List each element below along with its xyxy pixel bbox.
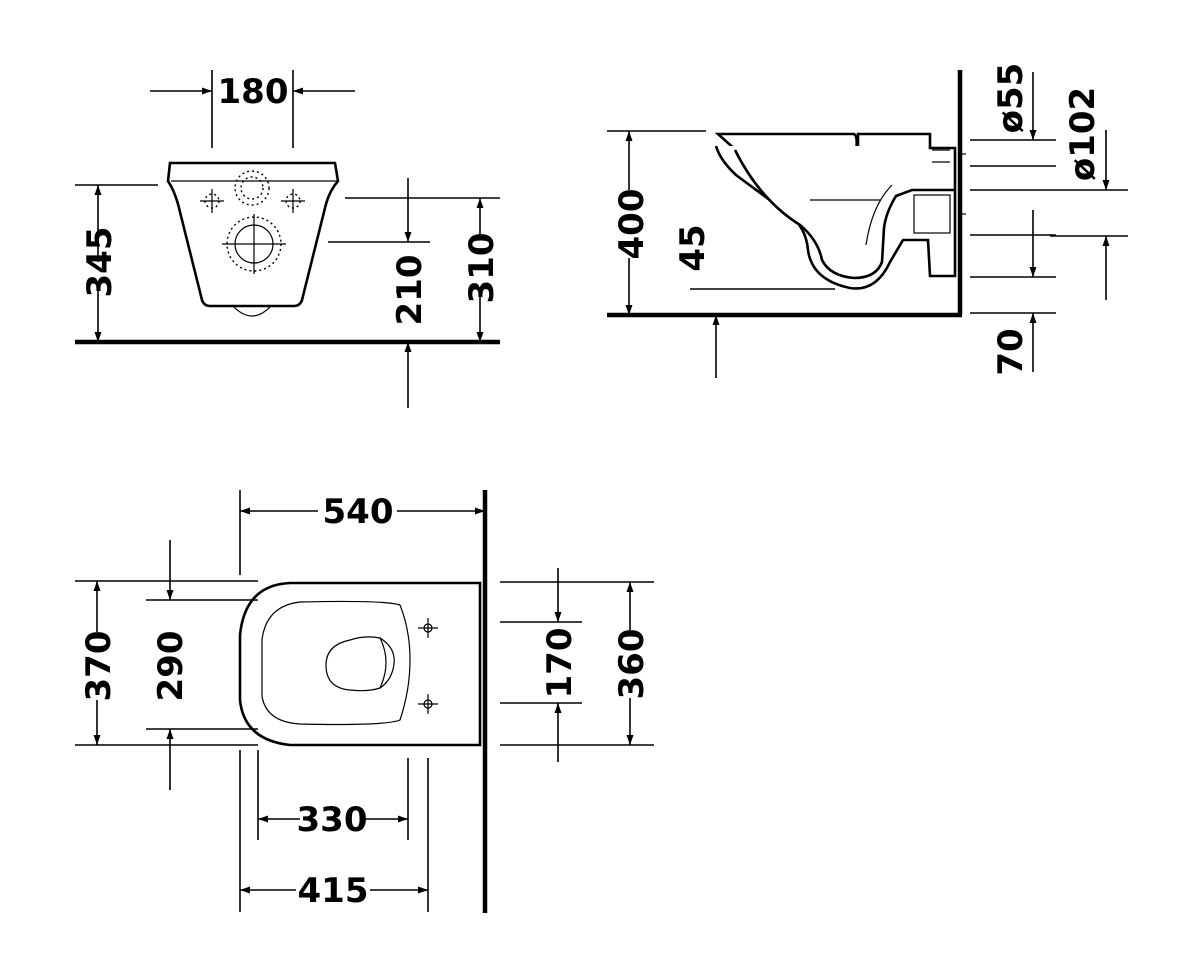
top-view: 540 370 290 330 415 170 36 — [75, 490, 654, 913]
rim-length-label: 415 — [298, 871, 369, 911]
top-bowl-outline — [261, 600, 411, 726]
fixing-distance-label: 170 — [540, 628, 580, 699]
side-view: 400 45 ø55 ø102 70 — [607, 63, 1128, 378]
front-toilet-outline — [166, 161, 340, 308]
bowl-length-label: 330 — [297, 800, 368, 840]
inner-width-label: 290 — [151, 631, 191, 702]
floor-gap-label: 70 — [991, 328, 1031, 375]
top-fixing-hole-upper-icon — [418, 618, 438, 638]
seat-gap-label: 45 — [673, 224, 713, 271]
inlet-height-label: 310 — [462, 233, 502, 304]
fixing-hole-left-icon — [200, 189, 224, 213]
fixing-height-label: 210 — [390, 255, 430, 326]
inlet-diameter-label: ø102 — [1063, 87, 1103, 181]
top-toilet-outline — [238, 581, 482, 747]
top-width-label: 370 — [79, 631, 119, 702]
front-width-label: 180 — [218, 72, 289, 112]
front-view: 180 345 210 310 — [75, 70, 502, 408]
fixing-hole-right-icon — [281, 189, 305, 213]
side-height-label: 400 — [612, 189, 652, 260]
rear-width-label: 360 — [612, 629, 652, 700]
top-fixing-hole-lower-icon — [418, 694, 438, 714]
top-length-label: 540 — [323, 492, 394, 532]
front-height-label: 345 — [80, 227, 120, 298]
outlet-diameter-label: ø55 — [991, 63, 1031, 134]
